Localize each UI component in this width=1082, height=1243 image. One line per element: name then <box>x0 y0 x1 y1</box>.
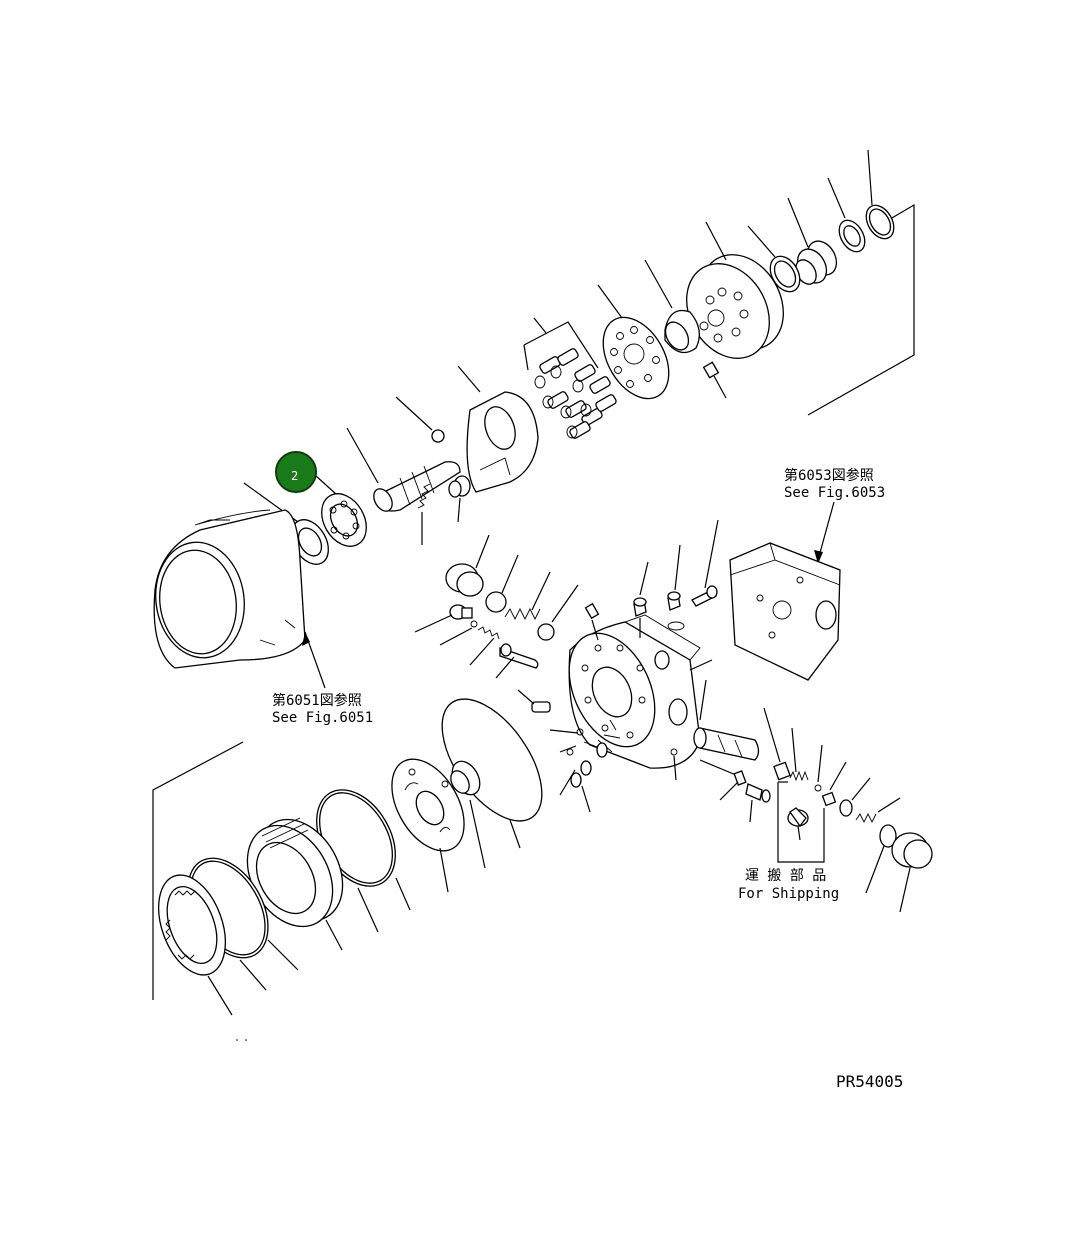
callout-2-label: 2 <box>291 469 298 483</box>
cylinder-block[interactable] <box>670 240 800 374</box>
o-ring[interactable] <box>485 591 507 613</box>
ref-6053-en: See Fig.6053 <box>784 485 885 501</box>
piston-assemblies[interactable] <box>534 348 617 440</box>
bearing[interactable] <box>313 486 376 554</box>
fitting-c[interactable] <box>691 585 718 607</box>
callout-2[interactable]: 2 <box>275 451 317 493</box>
fitting-b[interactable] <box>667 591 681 611</box>
spring-sleeve[interactable] <box>792 236 843 288</box>
retainer-plate[interactable] <box>590 306 682 410</box>
spline-hub[interactable] <box>447 756 486 799</box>
swash-plate[interactable] <box>466 391 539 493</box>
sleeve-small[interactable] <box>773 761 791 781</box>
plug[interactable] <box>445 563 484 597</box>
valve-body[interactable] <box>552 614 701 769</box>
friction-plate[interactable] <box>146 866 238 984</box>
spring[interactable] <box>504 607 541 621</box>
ball[interactable] <box>431 429 445 443</box>
brake-piston[interactable] <box>230 804 360 942</box>
washer[interactable] <box>834 216 870 256</box>
valve-plate[interactable] <box>377 747 479 864</box>
spool-small[interactable] <box>499 643 539 669</box>
oil-seal[interactable] <box>284 513 336 571</box>
o-ring-right[interactable] <box>839 799 853 817</box>
valve-block[interactable] <box>729 542 841 681</box>
figure-code: PR54005 <box>836 1072 903 1091</box>
small-plug-left[interactable] <box>449 604 473 620</box>
upper-right-parts: 2 <box>243 149 915 571</box>
fitting-a[interactable] <box>633 597 647 617</box>
snap-ring[interactable] <box>861 200 900 243</box>
ref-6051-jp: 第6051図参照 <box>272 692 362 709</box>
pin[interactable] <box>531 701 551 713</box>
spring-right[interactable] <box>789 770 809 782</box>
shipping-part[interactable] <box>777 781 825 863</box>
ref-6051-en: See Fig.6051 <box>272 710 373 726</box>
spherical-bushing[interactable] <box>661 309 701 354</box>
shipping-en: For Shipping <box>738 886 839 902</box>
ring-center[interactable] <box>537 623 555 641</box>
plug-right[interactable] <box>891 832 933 869</box>
relief-spool[interactable] <box>693 727 760 761</box>
small-collar[interactable] <box>448 475 471 498</box>
motor-housing[interactable] <box>148 509 306 669</box>
check-valve-fitting[interactable] <box>745 783 771 803</box>
ref-6053-jp: 第6053図参照 <box>784 467 874 484</box>
drive-shaft[interactable] <box>370 461 461 515</box>
shipping-jp: 運 搬 部 品 <box>745 868 826 884</box>
